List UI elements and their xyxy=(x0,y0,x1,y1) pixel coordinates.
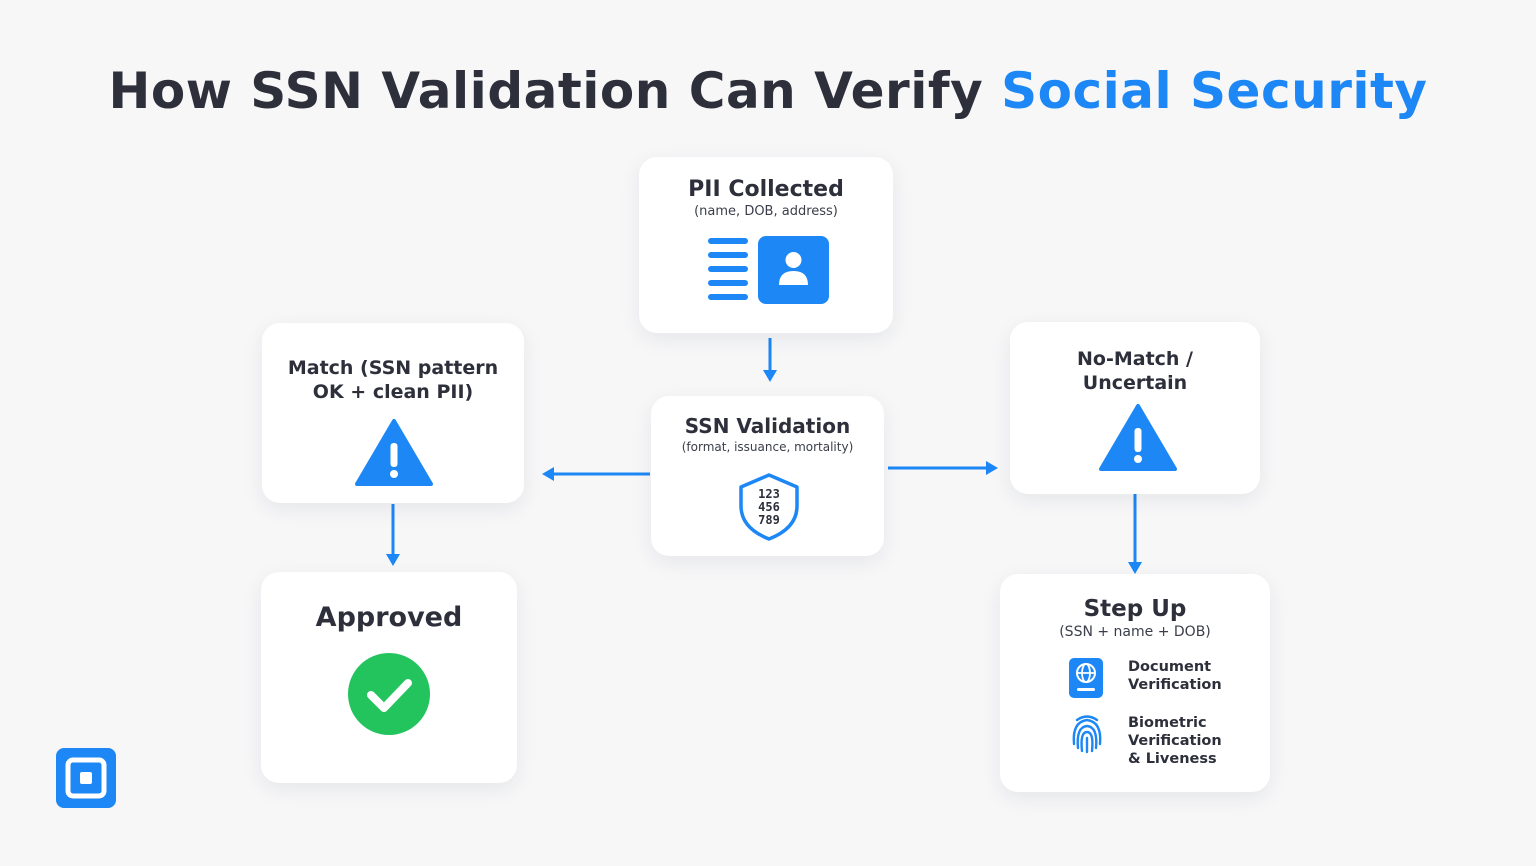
passport-icon xyxy=(1069,658,1103,698)
checkmark-icon xyxy=(348,653,430,735)
approved-card: Approved xyxy=(261,572,517,783)
pii-collected-card: PII Collected (name, DOB, address) xyxy=(639,157,893,333)
match-card: Match (SSN pattern OK + clean PII) xyxy=(262,323,524,503)
title-accent: Social Security xyxy=(1001,62,1428,120)
shield-digits-row-1: 123 xyxy=(758,487,780,501)
nomatch-title-line-1: No-Match / xyxy=(1077,348,1193,370)
title-main: How SSN Validation Can Verify xyxy=(108,62,1002,120)
ssn-subtitle: (format, issuance, mortality) xyxy=(681,440,854,454)
match-title-line-2: OK + clean PII) xyxy=(312,381,474,403)
pii-title: PII Collected xyxy=(688,177,844,202)
id-card-icon xyxy=(708,236,829,304)
no-match-card: No-Match / Uncertain xyxy=(1010,322,1260,494)
fingerprint-icon xyxy=(1072,715,1102,754)
page-title: How SSN Validation Can Verify Social Sec… xyxy=(0,62,1536,120)
biometric-label-line-1: Biometric xyxy=(1128,715,1207,731)
ssn-validation-card: SSN Validation (format, issuance, mortal… xyxy=(651,396,884,556)
step-item-biometric-verification: Biometric Verification & Liveness xyxy=(1068,714,1238,768)
biometric-label-line-3: & Liveness xyxy=(1128,751,1217,767)
warning-icon xyxy=(1099,404,1177,471)
ssn-title: SSN Validation xyxy=(684,414,851,438)
shield-icon: 123 456 789 xyxy=(739,473,799,541)
document-label-line-2: Verification xyxy=(1128,677,1222,693)
biometric-label-line-2: Verification xyxy=(1128,733,1222,749)
nomatch-title-line-2: Uncertain xyxy=(1082,372,1188,394)
stepup-subtitle: (SSN + name + DOB) xyxy=(1059,624,1211,640)
stepup-title: Step Up xyxy=(1083,596,1187,622)
step-item-document-verification: Document Verification xyxy=(1068,658,1238,698)
shield-digits-row-3: 789 xyxy=(758,513,780,527)
approved-title: Approved xyxy=(315,602,463,633)
square-logo-icon xyxy=(56,748,116,808)
pii-subtitle: (name, DOB, address) xyxy=(694,204,838,219)
document-label-line-1: Document xyxy=(1128,659,1212,675)
warning-icon xyxy=(355,419,433,486)
step-up-card: Step Up (SSN + name + DOB) Document Veri… xyxy=(1000,574,1270,792)
match-title-line-1: Match (SSN pattern xyxy=(287,357,499,379)
shield-digits-row-2: 456 xyxy=(758,500,780,514)
